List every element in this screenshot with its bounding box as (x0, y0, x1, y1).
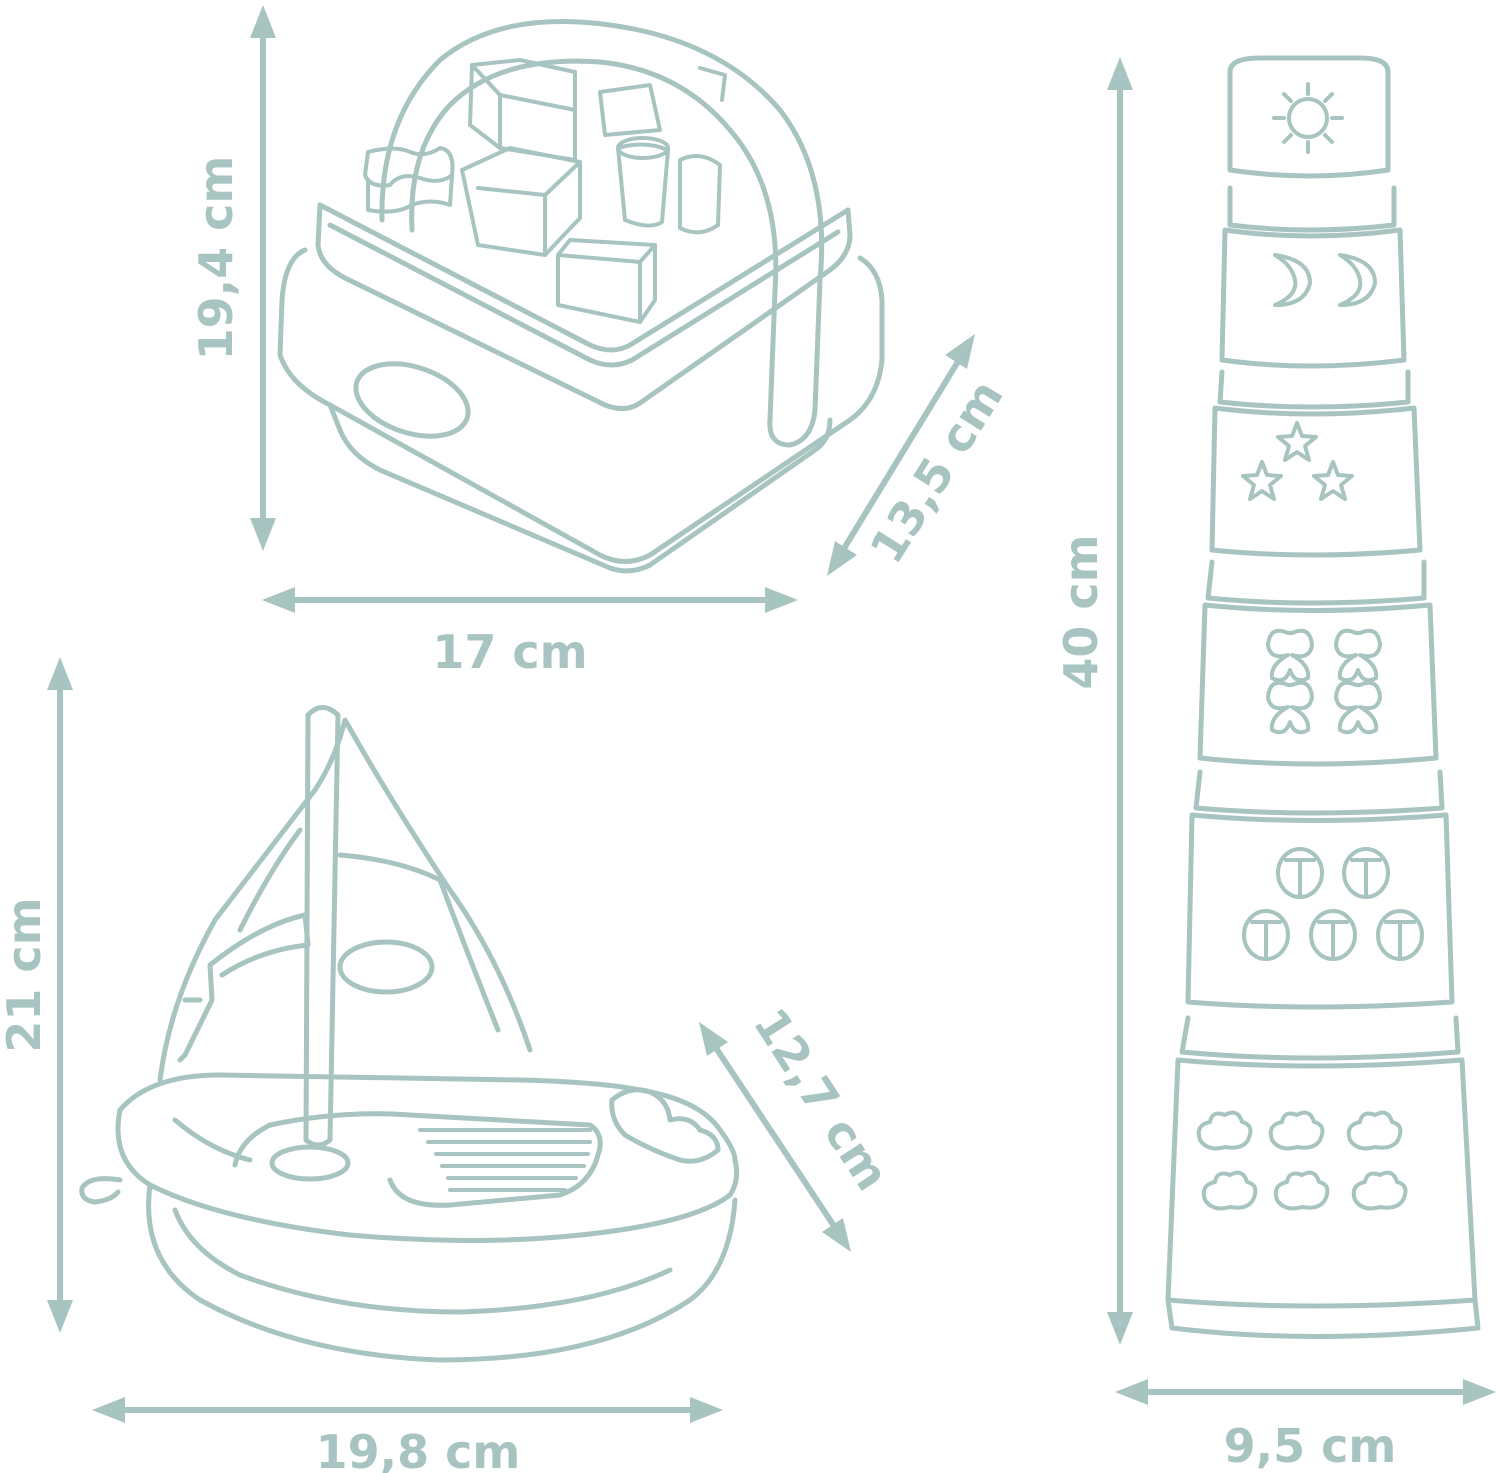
sailboat-depth-dimension (699, 1022, 851, 1252)
cloud-icon (1196, 1110, 1408, 1211)
shape-sorter-width-label: 17 cm (432, 625, 587, 679)
stacking-cups-width-label: 9,5 cm (1224, 1419, 1397, 1473)
moon-icon (1273, 253, 1377, 307)
stacking-cups-height-dimension (1107, 57, 1133, 1345)
butterfly-icon (1266, 628, 1382, 735)
shape-sorter-drawing (277, 19, 885, 574)
sailboat-depth-label: 12,7 cm (743, 999, 900, 1200)
ladybug-icon (1242, 847, 1424, 961)
star-icon (1241, 421, 1354, 501)
sailboat-width-label: 19,8 cm (316, 1425, 521, 1473)
sailboat-width-dimension (92, 1397, 723, 1423)
stacking-cups-width-dimension (1115, 1379, 1496, 1405)
stacking-cups-height-label: 40 cm (1054, 534, 1108, 689)
sun-icon (1272, 82, 1344, 154)
shape-sorter-depth-dimension (827, 334, 975, 576)
sailboat-height-dimension (47, 657, 73, 1333)
sailboat-height-label: 21 cm (0, 897, 51, 1052)
shape-sorter-height-label: 19,4 cm (189, 156, 243, 361)
sailboat-drawing (79, 705, 740, 1363)
stacking-cups-drawing (1165, 55, 1481, 1339)
shape-sorter-height-dimension (250, 5, 276, 551)
shape-sorter-width-dimension (262, 587, 798, 613)
